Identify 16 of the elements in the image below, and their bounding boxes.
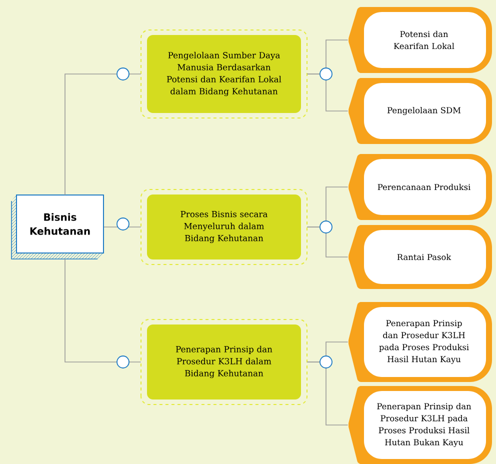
detail-tag: Potensi dan Kearifan Lokal [348, 7, 492, 73]
detail-tag: Penerapan Prinsip dan Prosedur K3LH pada Proses Produksi Hasil Hutan Kayu [348, 302, 492, 382]
connector-line [306, 74, 348, 112]
detail-tag: Pengelolaan SDM [348, 78, 492, 144]
connector-line [64, 258, 142, 362]
detail-tag: Rantai Pasok [348, 225, 492, 289]
subtopic-box: Proses Bisnis secara Menyeluruh dalam Bidang Kehutanan [140, 189, 308, 265]
detail-tag: Penerapan Prinsip dan Prosedur K3LH pada Proses Produksi Hasil Hutan Bukan Kayu [348, 386, 492, 464]
detail-tag: Perencanaan Produksi [348, 154, 492, 220]
connector-line [104, 226, 142, 228]
connector-line [64, 74, 142, 196]
topic-box: Bisnis Kehutanan [11, 194, 104, 260]
connector-line [306, 226, 348, 258]
subtopic-box: Pengelolaan Sumber Daya Manusia Berdasarkan Potensi dan Kearifan Lokal dalam Bidang Kehutanan [140, 30, 308, 118]
connector-line [306, 362, 348, 426]
subtopic-box: Penerapan Prinsip dan Prosedur K3LH dalam Bidang Kehutanan [140, 319, 308, 405]
